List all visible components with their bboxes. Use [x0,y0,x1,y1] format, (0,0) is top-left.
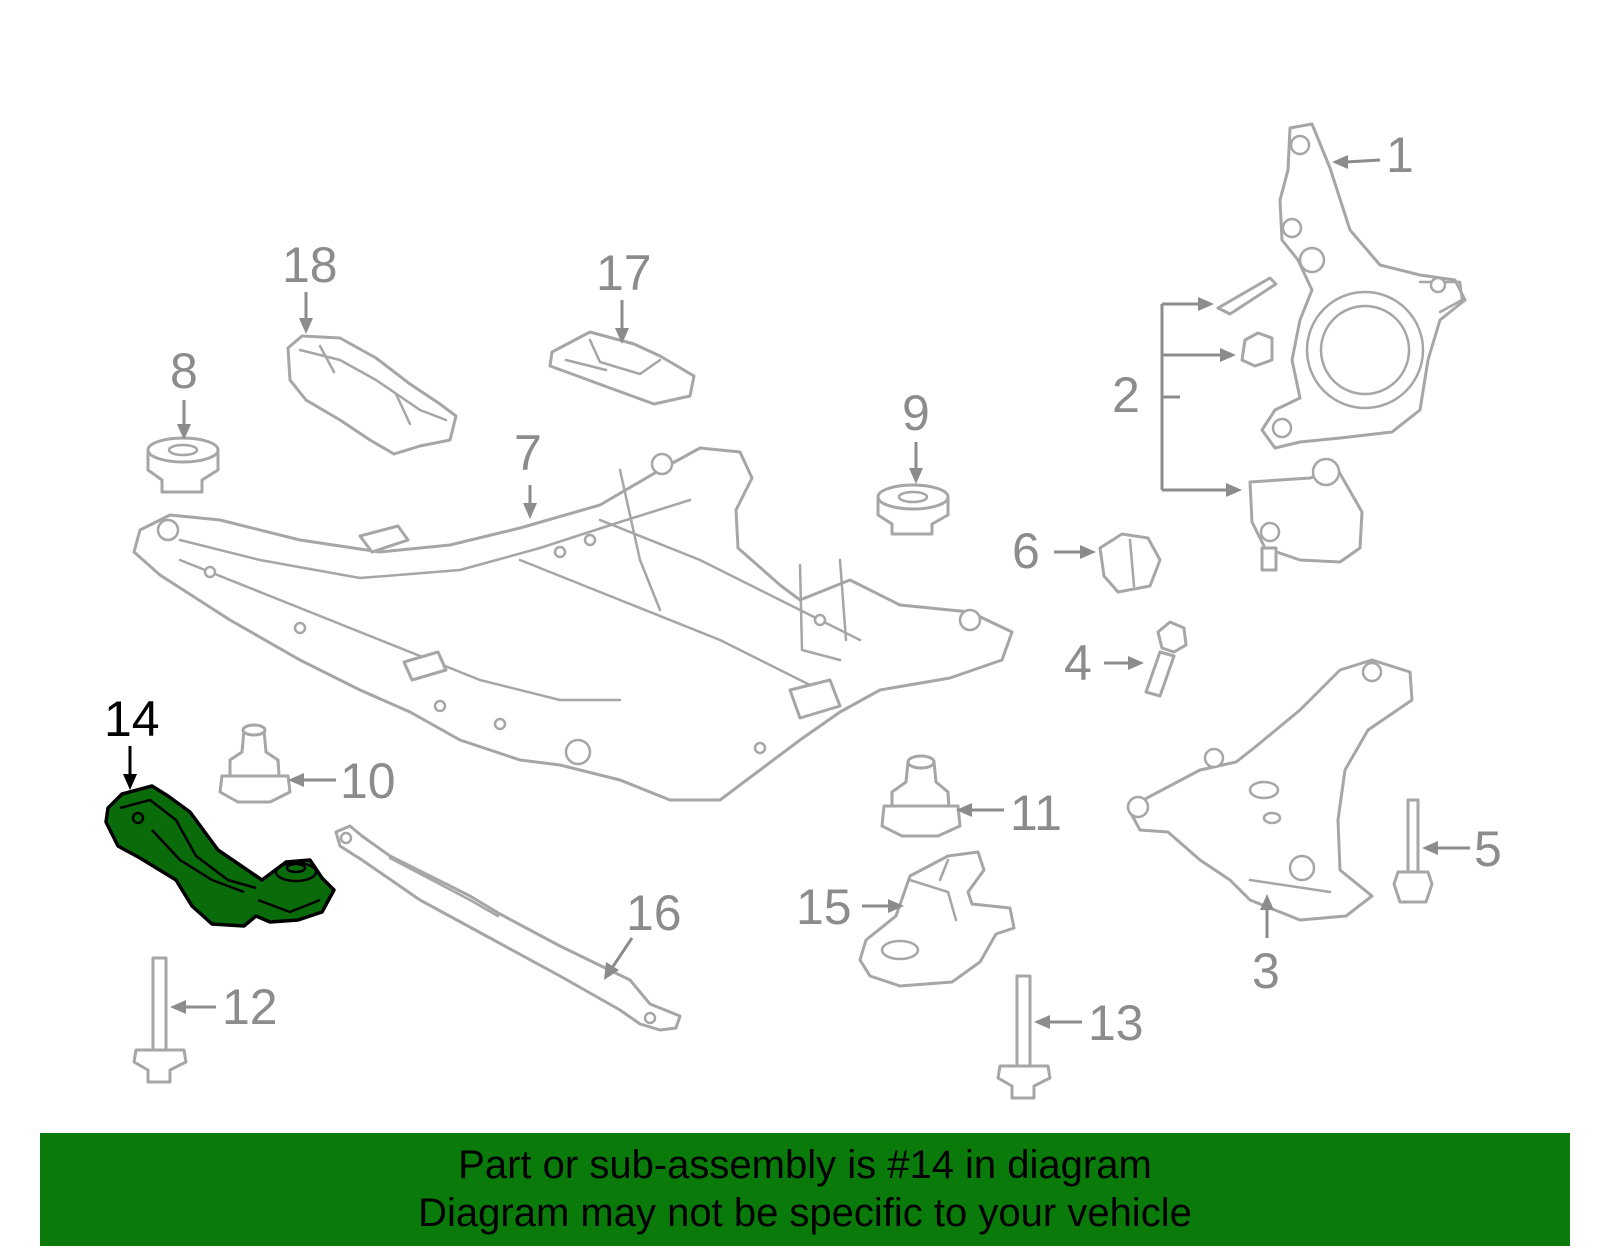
banner-line-disclaimer: Diagram may not be specific to your vehi… [418,1191,1192,1235]
callout-11[interactable]: 11 [1010,785,1062,841]
callout-15[interactable]: 15 [796,879,852,935]
part-12-bolt[interactable] [132,956,188,1084]
callout-12[interactable]: 12 [222,979,278,1035]
part-10-mount[interactable] [218,723,292,804]
part-7-crossmember[interactable] [132,446,1014,802]
callout-18[interactable]: 18 [282,237,338,293]
part-15-mount-bracket[interactable] [858,850,1016,988]
part-3-lower-control-arm[interactable] [1126,658,1414,922]
callout-17[interactable]: 17 [596,245,652,301]
part-14-bracket-highlighted[interactable] [104,784,336,928]
banner-line-part-number: Part or sub-assembly is #14 in diagram [458,1143,1152,1187]
callouts: 1 2 3 4 5 6 7 8 9 10 11 12 13 14 15 16 1… [104,127,1502,1051]
callout-16[interactable]: 16 [626,885,682,941]
callout-6[interactable]: 6 [1012,523,1040,579]
part-11-mount[interactable] [880,754,962,838]
part-4-bolt[interactable] [1144,620,1188,698]
callout-8[interactable]: 8 [170,343,198,399]
part-6-bumper[interactable] [1098,532,1162,594]
callout-5[interactable]: 5 [1474,821,1502,877]
callout-2[interactable]: 2 [1112,367,1140,423]
part-9-bushing[interactable] [876,483,950,536]
callout-9[interactable]: 9 [902,385,930,441]
leaders [123,155,1470,1029]
callout-7[interactable]: 7 [514,425,542,481]
part-5-bolt[interactable] [1392,798,1434,904]
info-banner: Part or sub-assembly is #14 in diagram D… [40,1133,1570,1246]
callout-14-selected[interactable]: 14 [104,691,160,747]
part-8-bushing[interactable] [146,436,220,494]
callout-3[interactable]: 3 [1252,943,1280,999]
callout-1[interactable]: 1 [1386,127,1414,183]
part-18-shield[interactable] [286,334,458,456]
part-2-ball-joint-kit[interactable] [1216,276,1364,572]
part-1-steering-knuckle[interactable] [1260,122,1467,450]
callout-4[interactable]: 4 [1064,635,1092,691]
part-13-bolt[interactable] [996,974,1052,1100]
callout-13[interactable]: 13 [1088,995,1144,1051]
part-17-bracket[interactable] [548,330,696,406]
callout-10[interactable]: 10 [340,753,396,809]
part-16-brace-rod[interactable] [334,824,682,1032]
